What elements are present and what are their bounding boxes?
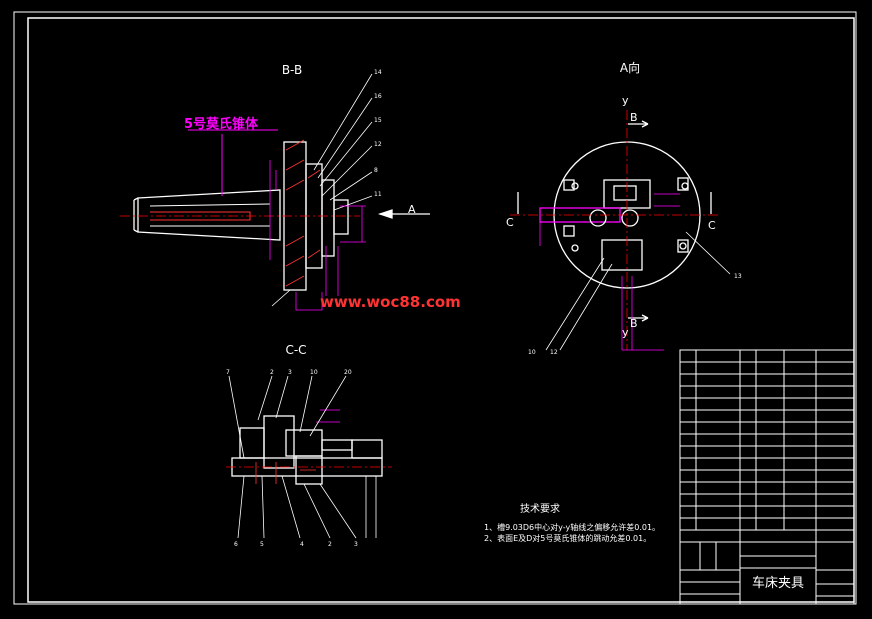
view-bb-title: B-B [282, 63, 302, 77]
bb-part-numbers: 14 16 15 12 8 11 [374, 69, 382, 198]
part-number: 2 [270, 369, 274, 376]
view-a [510, 110, 731, 351]
section-c-left: C [506, 216, 514, 229]
part-number: 13 [734, 273, 742, 280]
tech-requirements-title: 技术要求 [520, 502, 560, 515]
view-a-title: A向 [620, 60, 640, 75]
outer-frame [13, 11, 857, 605]
part-number: 5 [260, 541, 264, 548]
view-bb [120, 73, 430, 311]
morse-taper-label: 5号莫氏锥体 [184, 116, 259, 132]
part-number: 12 [374, 141, 382, 148]
direction-a-label: A [408, 203, 416, 216]
part-number: 10 [310, 369, 318, 376]
view-cc [226, 375, 392, 539]
section-b-bottom: B [630, 317, 638, 330]
part-number: 8 [374, 167, 378, 174]
part-number: 7 [226, 369, 230, 376]
axis-y-bottom: y [622, 326, 629, 339]
drawing-title: 车床夹具 [752, 575, 804, 591]
parts-list-table [679, 349, 855, 605]
section-c-right: C [708, 219, 716, 232]
part-number: 3 [288, 369, 292, 376]
inner-frame [27, 17, 855, 603]
part-number: 2 [328, 541, 332, 548]
tech-requirement-1: 1、槽9.03D6中心对y-y轴线之偏移允许差0.01。 [484, 522, 660, 532]
cc-part-numbers: 7 2 3 10 20 6 5 4 2 3 [226, 369, 358, 548]
axis-y-top: y [622, 94, 629, 107]
watermark: www.woc88.com [320, 293, 461, 311]
part-number: 15 [374, 117, 382, 124]
part-number: 14 [374, 69, 382, 76]
part-number: 16 [374, 93, 382, 100]
view-cc-title: C-C [285, 343, 306, 357]
part-number: 6 [234, 541, 238, 548]
part-number: 10 [528, 349, 536, 356]
tech-requirement-2: 2、表面E及D对5号莫氏锥体的跳动允差0.01。 [484, 533, 651, 543]
part-number: 3 [354, 541, 358, 548]
section-b-top: B [630, 111, 638, 124]
part-number: 20 [344, 369, 352, 376]
part-number: 12 [550, 349, 558, 356]
part-number: 11 [374, 191, 382, 198]
a-part-numbers: 13 10 12 [528, 273, 742, 356]
part-number: 4 [300, 541, 304, 548]
